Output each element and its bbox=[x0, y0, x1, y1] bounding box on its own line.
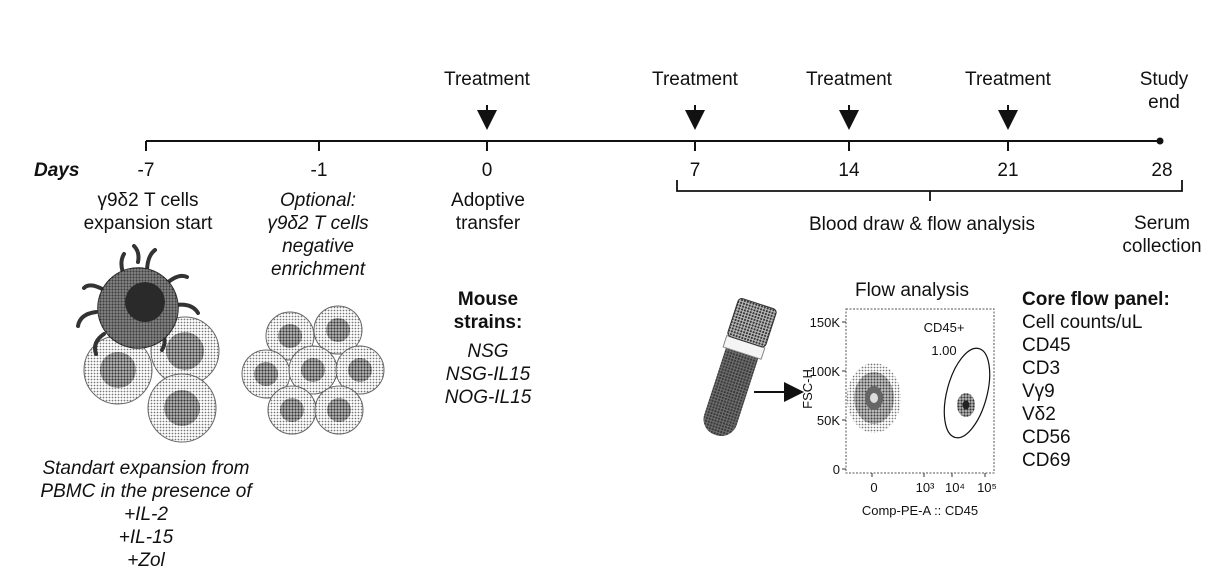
treatment-label: Treatment bbox=[652, 69, 738, 90]
treatment-label: Treatment bbox=[806, 69, 892, 90]
flow-y-label: FSC-H bbox=[800, 369, 815, 409]
flow-analysis-title: Flow analysis bbox=[854, 280, 970, 301]
gate-value: 1.00 bbox=[931, 343, 956, 358]
day-tick-label: -1 bbox=[310, 160, 328, 181]
treatment-label: Treatment bbox=[444, 69, 530, 90]
flow-y-tick: 50K bbox=[817, 413, 840, 428]
flow-x-tick: 10⁵ bbox=[977, 480, 997, 495]
expanded-cells-illustration bbox=[76, 244, 220, 443]
mouse-strains-list: NSG NSG-IL15 NOG-IL15 bbox=[444, 341, 532, 408]
flow-x-tick: 10⁴ bbox=[945, 480, 965, 495]
day-tick-label: 28 bbox=[1151, 160, 1173, 181]
expansion-start-label: γ9δ2 T cells expansion start bbox=[83, 190, 213, 234]
flow-plot: FSC-H 150K 100K 50K 0 0 10³ 10⁴ 10⁵ Comp… bbox=[800, 308, 997, 518]
enriched-cells-illustration bbox=[241, 305, 385, 435]
day-tick-label: 7 bbox=[689, 160, 701, 181]
flow-y-tick: 0 bbox=[833, 462, 840, 477]
study-end-label: Study end bbox=[1139, 69, 1189, 113]
day-tick-label: -7 bbox=[137, 160, 155, 181]
day-tick-label: 0 bbox=[481, 160, 493, 181]
blood-tube-icon bbox=[703, 298, 777, 437]
enrichment-label: γ9δ2 T cells negative enrichment bbox=[267, 213, 369, 280]
treatment-arrows bbox=[477, 105, 1018, 130]
day-tick-label: 21 bbox=[997, 160, 1019, 181]
treatment-label: Treatment bbox=[965, 69, 1051, 90]
flow-x-label: Comp-PE-A :: CD45 bbox=[862, 503, 978, 518]
adoptive-transfer-label: Adoptive transfer bbox=[451, 190, 525, 234]
flow-x-tick: 0 bbox=[870, 480, 877, 495]
timeline-axis bbox=[145, 137, 1164, 151]
expansion-note: Standart expansion from PBMC in the pres… bbox=[40, 458, 252, 571]
optional-label: Optional: bbox=[279, 190, 357, 211]
blood-draw-label: Blood draw & flow analysis bbox=[809, 214, 1035, 235]
flow-y-tick: 100K bbox=[810, 364, 841, 379]
serum-collection-label: Serum collection bbox=[1122, 213, 1202, 257]
core-panel-markers: Cell counts/uL CD45 CD3 Vγ9 Vδ2 CD56 CD6… bbox=[1022, 312, 1143, 471]
flow-y-tick: 150K bbox=[810, 315, 841, 330]
blood-draw-bracket bbox=[676, 180, 1183, 201]
day-tick-label: 14 bbox=[838, 160, 860, 181]
gate-label: CD45+ bbox=[924, 320, 965, 335]
core-panel-title: Core flow panel: bbox=[1022, 289, 1170, 310]
flow-x-tick: 10³ bbox=[916, 480, 935, 495]
mouse-strains-title: Mouse strains: bbox=[453, 289, 523, 333]
days-label: Days bbox=[34, 160, 80, 181]
